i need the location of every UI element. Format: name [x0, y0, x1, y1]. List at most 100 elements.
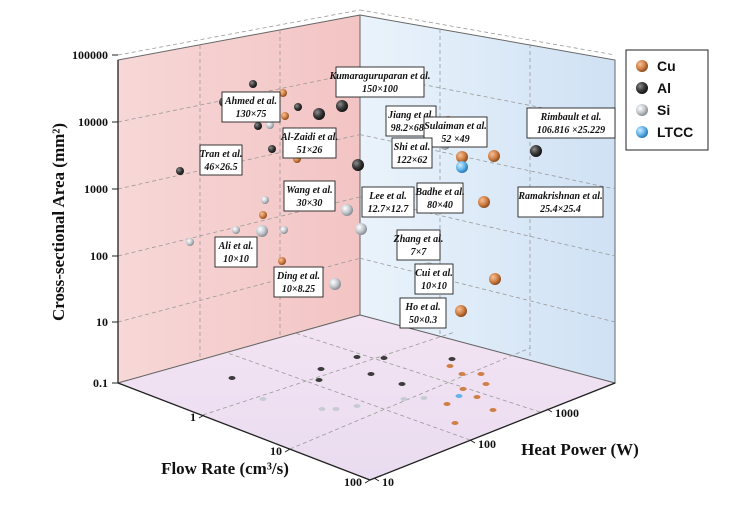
- annotation-size: 150×100: [362, 84, 398, 95]
- annotation-box: [414, 263, 454, 295]
- annotation-box: [273, 266, 324, 298]
- grid-line: [117, 71, 361, 123]
- annotation-author: Ramakrishnan et al.: [517, 191, 602, 202]
- y-axis-line: [369, 382, 616, 481]
- x-axis-label: Flow Rate (cm³/s): [161, 459, 289, 478]
- scatter-point: [268, 145, 276, 153]
- annotation-label: Ding et al.10×8.25: [273, 266, 324, 298]
- scatter-point: [261, 196, 269, 204]
- z-tick-label: 0.1: [93, 376, 108, 390]
- annotation-author: Zhang et al.: [393, 234, 444, 245]
- legend-label: LTCC: [657, 124, 693, 140]
- y-tick-mark: [373, 477, 380, 482]
- annotation-author: Jiang et al.: [387, 110, 434, 121]
- z-tick-label: 100000: [72, 48, 108, 62]
- legend-marker: [636, 126, 648, 138]
- annotation-box: [221, 91, 281, 123]
- z-axis-label: Cross-sectional Area (mm²): [49, 123, 68, 321]
- x-tick-label: 1: [190, 410, 196, 424]
- annotation-author: Badhe et al.: [414, 187, 464, 198]
- scatter-point: [254, 122, 262, 130]
- floor-projection-point: [318, 407, 326, 411]
- annotation-box: [199, 144, 243, 176]
- scatter-point: [478, 196, 490, 208]
- floor-projection-point: [482, 382, 490, 386]
- floor-projection-point: [353, 355, 361, 359]
- floor-projection-point: [458, 372, 466, 376]
- scatter-point: [232, 226, 240, 234]
- x-tick-label: 10: [270, 444, 282, 458]
- floor-projection-point: [380, 356, 388, 360]
- annotation-author: Cui et al.: [415, 268, 453, 279]
- annotation-box: [399, 297, 447, 329]
- annotation-author: Wang et al.: [286, 185, 332, 196]
- annotation-size: 7×7: [411, 247, 428, 258]
- floor-projection-point: [451, 421, 459, 425]
- annotation-size: 10×10: [421, 281, 447, 292]
- scatter-point: [256, 225, 268, 237]
- annotation-author: Rimbault et al.: [540, 112, 602, 123]
- annotation-box: [416, 182, 464, 214]
- floor-projection-point: [446, 364, 454, 368]
- legend-marker: [636, 104, 648, 116]
- floor-projection-point: [228, 376, 236, 380]
- z-tick-label: 10: [96, 315, 108, 329]
- floor-projection-point: [367, 372, 375, 376]
- annotation-label: Sulaiman et al. 52 ×49: [423, 116, 488, 148]
- annotation-author: Shi et al.: [394, 142, 430, 153]
- grid-line: [359, 257, 616, 323]
- annotation-box: [423, 116, 488, 148]
- floor-projection-point: [477, 372, 485, 376]
- annotation-size: 30×30: [296, 198, 323, 209]
- annotation-size: 122×62: [397, 155, 428, 166]
- annotation-size: 80×40: [427, 200, 453, 211]
- annotation-label: Shi et al. 122×62: [391, 137, 433, 169]
- scatter-point: [456, 151, 468, 163]
- annotation-label: Wang et al. 30×30: [283, 180, 336, 212]
- y-tick-mark: [546, 408, 553, 413]
- scatter-point: [280, 226, 288, 234]
- annotation-author: Ho et al.: [404, 302, 440, 313]
- annotation-author: Sulaiman et al.: [424, 121, 487, 132]
- z-tick-label: 10000: [78, 115, 108, 129]
- annotation-author: Ahmed et al.: [224, 96, 277, 107]
- annotation-size: 50×0.3: [409, 315, 437, 326]
- floor-projection-point: [489, 408, 497, 412]
- legend-marker: [636, 82, 648, 94]
- y-tick-mark: [469, 439, 476, 444]
- annotation-label: Ali et al.10×10: [214, 236, 258, 268]
- x-tick-mark: [364, 479, 371, 484]
- annotation-label: Al-Zaidi et al.51×26: [280, 127, 338, 159]
- annotation-label: Badhe et al. 80×40: [414, 182, 465, 214]
- y-tick-label: 10: [382, 475, 394, 489]
- annotation-author: Ali et al.: [218, 241, 254, 252]
- floor-projection-point: [398, 382, 406, 386]
- scatter-point: [266, 121, 274, 129]
- annotation-box: [361, 186, 415, 218]
- annotation-size: 46×26.5: [203, 162, 237, 173]
- z-tick-label: 100: [90, 249, 108, 263]
- y-tick-label: 100: [478, 437, 496, 451]
- annotation-label: Cui et al. 10×10: [414, 263, 454, 295]
- annotation-label: Lee et al. 12.7×12.7: [361, 186, 415, 218]
- scatter-point: [336, 100, 348, 112]
- scatter-point: [355, 223, 367, 235]
- data-points: [176, 80, 542, 317]
- annotation-label: Ahmed et al.130×75: [221, 91, 281, 123]
- annotation-size: 12.7×12.7: [368, 204, 410, 215]
- annotation-author: Tran et al.: [200, 149, 243, 160]
- grid-line: [224, 351, 471, 441]
- annotation-author: Lee et al.: [368, 191, 406, 202]
- annotation-box: [214, 236, 258, 268]
- floor-projection-point: [420, 396, 428, 400]
- scatter-point: [530, 145, 542, 157]
- grid-line: [294, 332, 541, 413]
- annotation-size: 52 ×49: [441, 134, 469, 145]
- y-axis-label: Heat Power (W): [521, 440, 639, 459]
- x-tick-label: 100: [344, 475, 362, 489]
- floor-projection-point: [332, 407, 340, 411]
- annotation-size: 10×8.25: [282, 284, 315, 295]
